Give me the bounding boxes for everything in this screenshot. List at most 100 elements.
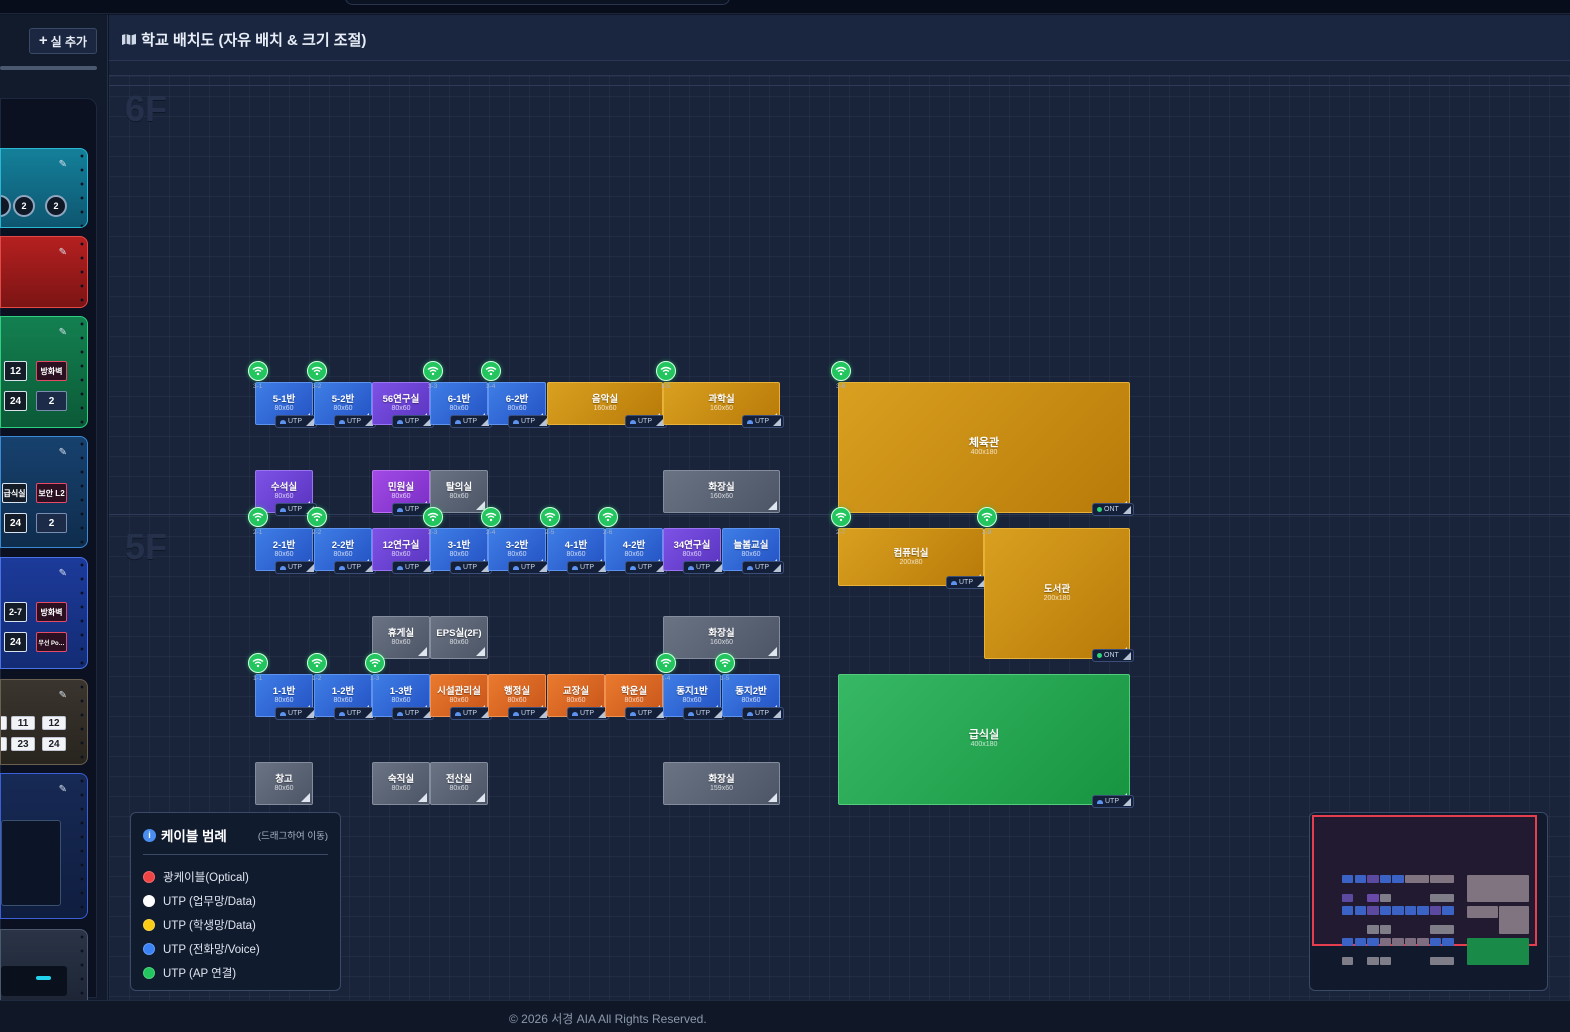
add-room-button[interactable]: + 실 추가 [29, 28, 97, 54]
room-name: 급식실 [968, 729, 1000, 741]
wifi-ap-icon[interactable] [248, 653, 268, 673]
port-tag[interactable]: UTP [450, 415, 492, 428]
device-card-server[interactable]: ✎ [0, 773, 88, 919]
port-tag[interactable]: UTP [742, 415, 784, 428]
drag-handle[interactable] [80, 237, 84, 307]
wifi-ap-icon[interactable] [248, 507, 268, 527]
port-tag[interactable]: UTP [275, 707, 317, 720]
port-tag[interactable]: UTP [742, 707, 784, 720]
wifi-ap-icon[interactable] [540, 507, 560, 527]
port-tag[interactable]: ONT [1092, 649, 1134, 662]
wifi-ap-icon[interactable] [598, 507, 618, 527]
port-tag[interactable]: UTP [683, 561, 725, 574]
port-tag[interactable]: UTP [683, 707, 725, 720]
port-tag[interactable]: UTP [625, 561, 667, 574]
port-tag[interactable]: UTP [392, 561, 434, 574]
room-block[interactable]: EPS실(2F)80x60 [430, 616, 488, 659]
port-tag[interactable]: UTP [334, 707, 376, 720]
device-card-poe-switch[interactable]: ✎ 2-7 방화벽 24 무선 Po… [0, 557, 88, 669]
port-tag[interactable]: UTP [275, 503, 317, 516]
legend-item: UTP (전화망/Voice) [143, 937, 328, 961]
minimap-room [1404, 906, 1417, 915]
cable-icon [280, 507, 286, 512]
device-card-firewall[interactable]: ✎ [0, 236, 88, 308]
wifi-ap-icon[interactable] [248, 361, 268, 381]
port-tag[interactable]: ONT [1092, 503, 1134, 516]
port-tag[interactable]: UTP [567, 561, 609, 574]
drag-handle[interactable] [80, 558, 84, 668]
drag-handle[interactable] [80, 437, 84, 547]
port-tag[interactable]: UTP [392, 415, 434, 428]
port-tag[interactable]: UTP [508, 707, 550, 720]
port-tag[interactable]: UTP [508, 561, 550, 574]
port-tag[interactable]: UTP [450, 707, 492, 720]
wifi-ap-icon[interactable] [977, 507, 997, 527]
room-name: 탈의실 [445, 482, 473, 493]
port-tag[interactable]: UTP [1092, 795, 1134, 808]
panel-scrollbar[interactable] [0, 66, 97, 70]
drag-handle[interactable] [80, 774, 84, 918]
wifi-ap-icon[interactable] [831, 361, 851, 381]
wifi-ap-icon[interactable] [307, 653, 327, 673]
device-card-l2-switch[interactable]: ✎ 급식실 보안 L2 24 2 [0, 436, 88, 548]
port-box: 방화벽 [36, 361, 67, 381]
wifi-ap-icon[interactable] [831, 507, 851, 527]
wifi-ap-icon[interactable] [365, 653, 385, 673]
port-tag[interactable]: UTP [334, 561, 376, 574]
wifi-ap-icon[interactable] [656, 653, 676, 673]
device-card-switch[interactable]: ✎ 2 2 [0, 148, 88, 228]
drag-handle[interactable] [80, 930, 84, 1000]
port-tag[interactable]: UTP [275, 561, 317, 574]
cable-icon [513, 419, 519, 424]
port-tag[interactable]: UTP [334, 415, 376, 428]
cable-legend[interactable]: i 케이블 범례 (드래그하여 이동) 광케이블(Optical) UTP (업… [130, 812, 341, 991]
minimap-room [1392, 875, 1404, 884]
device-card-router[interactable]: ✎ 12 방화벽 24 2 [0, 316, 88, 428]
minimap[interactable] [1309, 812, 1548, 991]
drag-handle[interactable] [80, 149, 84, 227]
port-tag[interactable]: UTP [508, 415, 550, 428]
wifi-ap-icon[interactable] [307, 361, 327, 381]
edit-icon[interactable]: ✎ [58, 690, 67, 701]
wifi-ap-icon[interactable] [715, 653, 735, 673]
wifi-ap-icon[interactable] [423, 507, 443, 527]
port-tag[interactable]: UTP [567, 707, 609, 720]
room-size: 80x60 [507, 697, 527, 704]
wifi-ap-icon[interactable] [656, 361, 676, 381]
minimap-room [1429, 875, 1454, 884]
wifi-ap-icon[interactable] [307, 507, 327, 527]
port-tag[interactable]: UTP [275, 415, 317, 428]
edit-icon[interactable]: ✎ [58, 568, 67, 579]
port-tag[interactable]: UTP [450, 561, 492, 574]
edit-icon[interactable]: ✎ [58, 159, 67, 170]
device-card-patch-panel[interactable]: ✎ 11 12 23 24 [0, 679, 88, 765]
drag-handle[interactable] [80, 317, 84, 427]
edit-icon[interactable]: ✎ [58, 784, 67, 795]
wifi-ap-icon[interactable] [481, 361, 501, 381]
wifi-ap-icon[interactable] [481, 507, 501, 527]
device-card-ups[interactable] [0, 929, 88, 1000]
port-tag[interactable]: UTP [946, 576, 988, 589]
edit-icon[interactable]: ✎ [58, 247, 67, 258]
edit-icon[interactable]: ✎ [58, 447, 67, 458]
room-size: 200x80 [899, 558, 923, 566]
port-tag[interactable]: UTP [392, 707, 434, 720]
wifi-ap-icon[interactable] [423, 361, 443, 381]
port-tag[interactable]: UTP [625, 415, 667, 428]
port-tag[interactable]: UTP [625, 707, 667, 720]
edit-icon[interactable]: ✎ [58, 327, 67, 338]
port-tag[interactable]: UTP [742, 561, 784, 574]
drag-handle[interactable] [80, 680, 84, 764]
top-search-pill[interactable] [345, 0, 730, 5]
